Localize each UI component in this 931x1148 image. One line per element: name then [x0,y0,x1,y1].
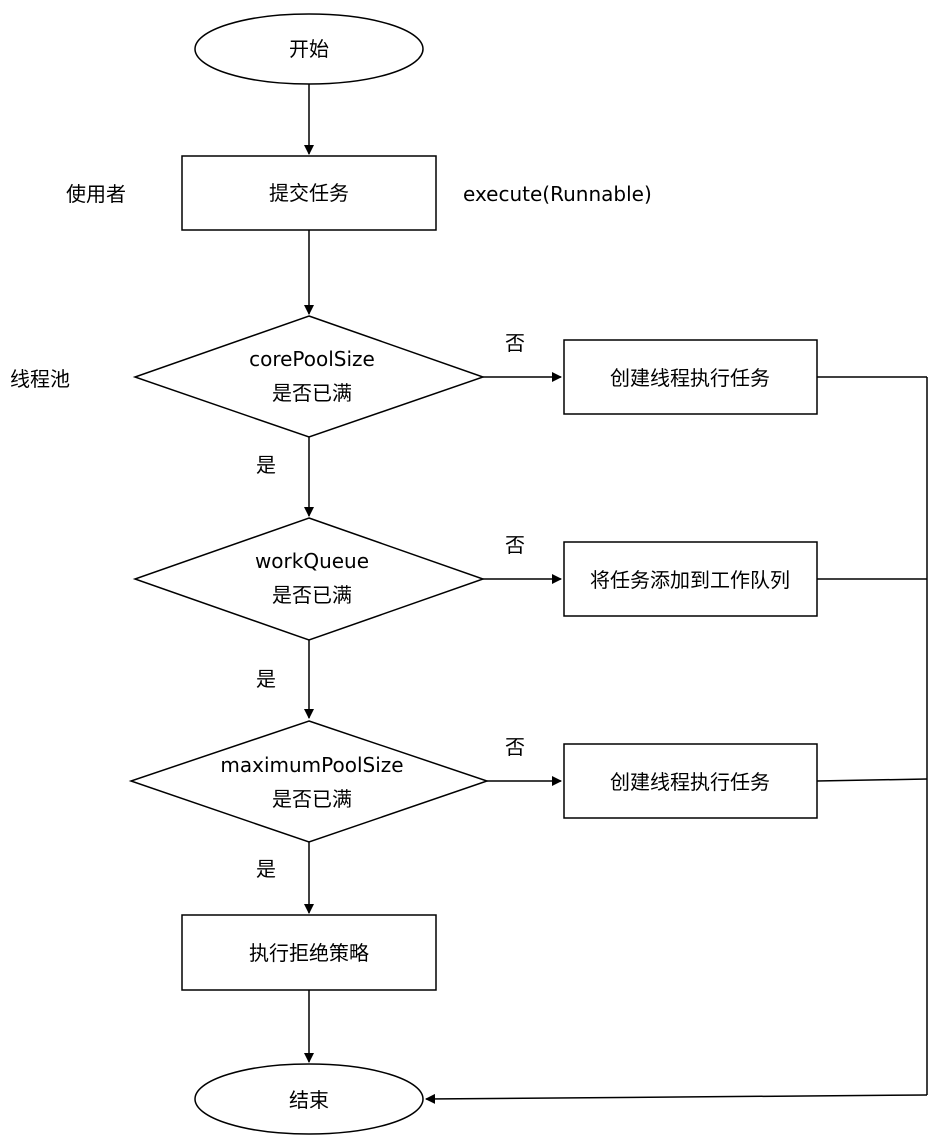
create-thread-label-1: 创建线程执行任务 [610,366,770,390]
end-node [194,1063,424,1135]
create-thread-box-2 [563,743,818,819]
create-thread-2-connector [816,778,928,782]
queue-yes-label: 是 [256,667,276,691]
end-label: 结束 [289,1088,329,1112]
max-pool-line2: 是否已满 [272,787,352,811]
return-to-end-arrow [425,1093,928,1104]
reject-policy-label: 执行拒绝策略 [249,941,369,965]
max-pool-line1: maximumPoolSize [220,753,403,777]
work-queue-decision [132,517,486,641]
user-side-label: 使用者 [66,182,126,206]
core-pool-decision [132,315,486,438]
thread-pool-side-label: 线程池 [10,367,70,391]
core-pool-line1: corePoolSize [249,347,375,371]
create-thread-label-2: 创建线程执行任务 [610,770,770,794]
work-queue-line1: workQueue [255,549,369,573]
submit-task-box [181,155,437,231]
queue-no-label: 否 [505,533,525,557]
start-label: 开始 [289,37,329,61]
core-no-label: 否 [505,331,525,355]
max-yes-label: 是 [256,857,276,881]
reject-policy-box [181,914,437,991]
max-no-label: 否 [505,735,525,759]
execute-method-label: execute(Runnable) [463,182,652,206]
add-to-queue-label: 将任务添加到工作队列 [590,568,790,592]
submit-task-label: 提交任务 [269,181,349,205]
work-queue-line2: 是否已满 [272,583,352,607]
core-yes-label: 是 [256,453,276,477]
max-pool-decision [128,720,490,843]
core-pool-line2: 是否已满 [272,381,352,405]
